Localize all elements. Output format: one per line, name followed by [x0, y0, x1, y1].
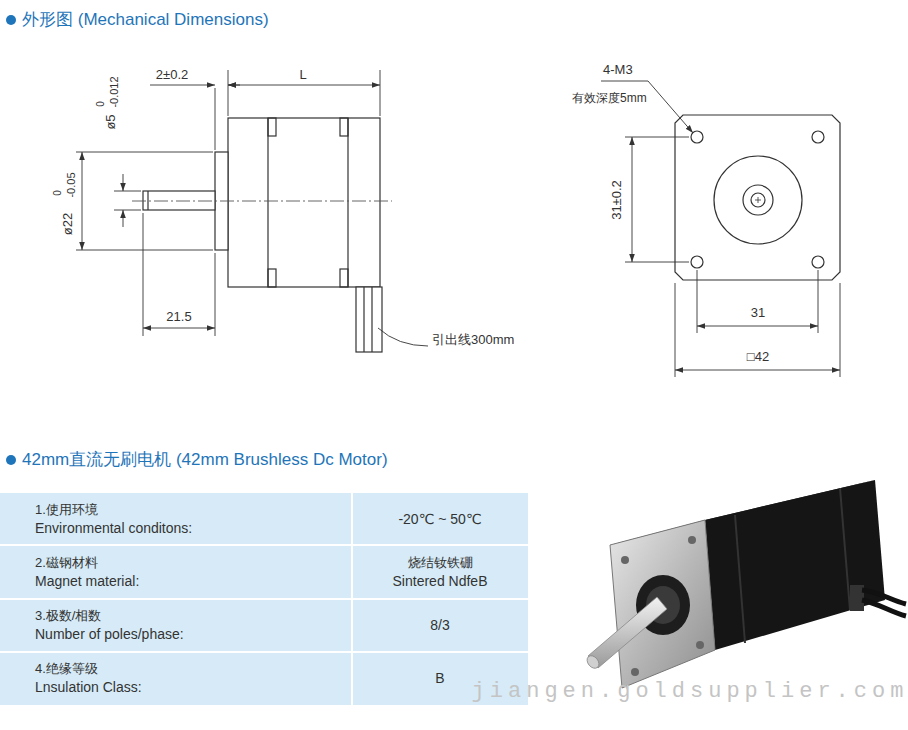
center-line [132, 201, 392, 202]
table-cell: Sintered NdfeB [393, 573, 488, 589]
side-view [143, 118, 382, 352]
dimension-text: 21.5 [166, 310, 191, 325]
watermark: jiangen.goldsupplier.com [472, 679, 908, 704]
heading-bullet [6, 15, 16, 25]
table-cell: -20℃ ~ 50℃ [398, 511, 481, 527]
side-dimensions [76, 70, 428, 346]
table-cell: B [435, 670, 444, 686]
dimension-text: 31 [751, 306, 765, 321]
table-cell: Number of poles/phase: [35, 626, 184, 642]
section-heading: 42mm直流无刷电机 (42mm Brushless Dc Motor) [22, 450, 388, 470]
diameter-text: ø5 [104, 114, 119, 129]
table-cell: 4.绝缘等级 [35, 662, 98, 677]
dimension-text: 31±0.2 [610, 180, 625, 220]
thread-spec: 4-M3 [603, 63, 633, 78]
spec-table [0, 493, 528, 705]
tolerance-text: -0.05 [65, 172, 78, 197]
table-cell: 1.使用环境 [35, 503, 98, 518]
table-cell: 2.磁钢材料 [35, 556, 98, 571]
dimension-text: 2±0.2 [156, 68, 188, 83]
dimension-text: □42 [747, 350, 769, 365]
table-cell: 8/3 [430, 617, 449, 633]
table-cell: Lnsulation Class: [35, 679, 142, 695]
table-cell: Magnet material: [35, 573, 139, 589]
table-cell: 3.极数/相数 [35, 609, 101, 624]
section-heading: 外形图 (Mechanical Dimensions) [22, 10, 269, 30]
front-view [675, 115, 840, 280]
front-dimensions [601, 81, 840, 377]
table-cell: Environmental conditons: [35, 520, 192, 536]
motor-photo [585, 480, 906, 688]
lead-wire-note: 引出线300mm [432, 333, 514, 348]
tolerance-text: 0 [95, 101, 107, 107]
dimension-text: L [299, 68, 306, 83]
diameter-text: ø22 [61, 213, 76, 235]
tolerance-text: 0 [52, 190, 64, 196]
tolerance-text: -0.012 [108, 76, 121, 107]
thread-depth-note: 有效深度5mm [572, 92, 647, 106]
heading-bullet [6, 455, 16, 465]
table-cell: 烧结钕铁硼 [408, 556, 473, 571]
